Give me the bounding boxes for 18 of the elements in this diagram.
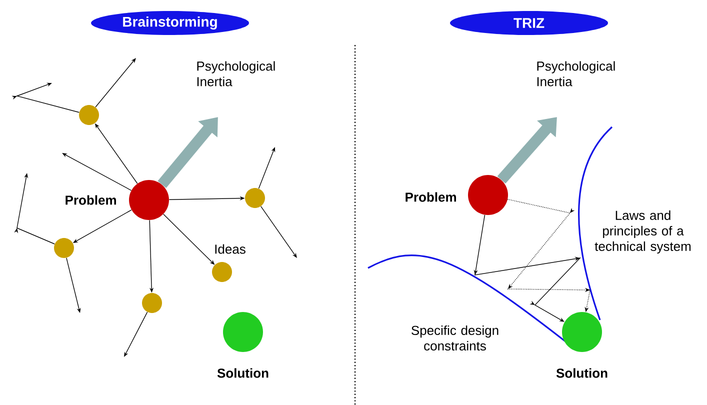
annotation: Psychological Inertia xyxy=(197,61,275,86)
annotation: Specific design constraints xyxy=(412,325,498,351)
arrow xyxy=(95,58,136,108)
ball xyxy=(54,238,74,258)
node-label: Solution xyxy=(217,368,268,378)
node-label: Problem xyxy=(406,192,456,202)
arrow xyxy=(12,82,80,113)
ball xyxy=(79,105,99,125)
arrow xyxy=(260,206,297,258)
arrow xyxy=(124,312,148,357)
annotation: Psychological Inertia xyxy=(537,61,615,86)
arrow xyxy=(62,153,132,191)
node-label: Solution xyxy=(556,368,608,378)
annotation: Laws and principles of a technical system xyxy=(594,210,691,254)
ball xyxy=(245,188,265,208)
node-label: Problem xyxy=(66,195,116,205)
ball xyxy=(142,293,162,313)
node-label: Ideas xyxy=(215,244,246,254)
